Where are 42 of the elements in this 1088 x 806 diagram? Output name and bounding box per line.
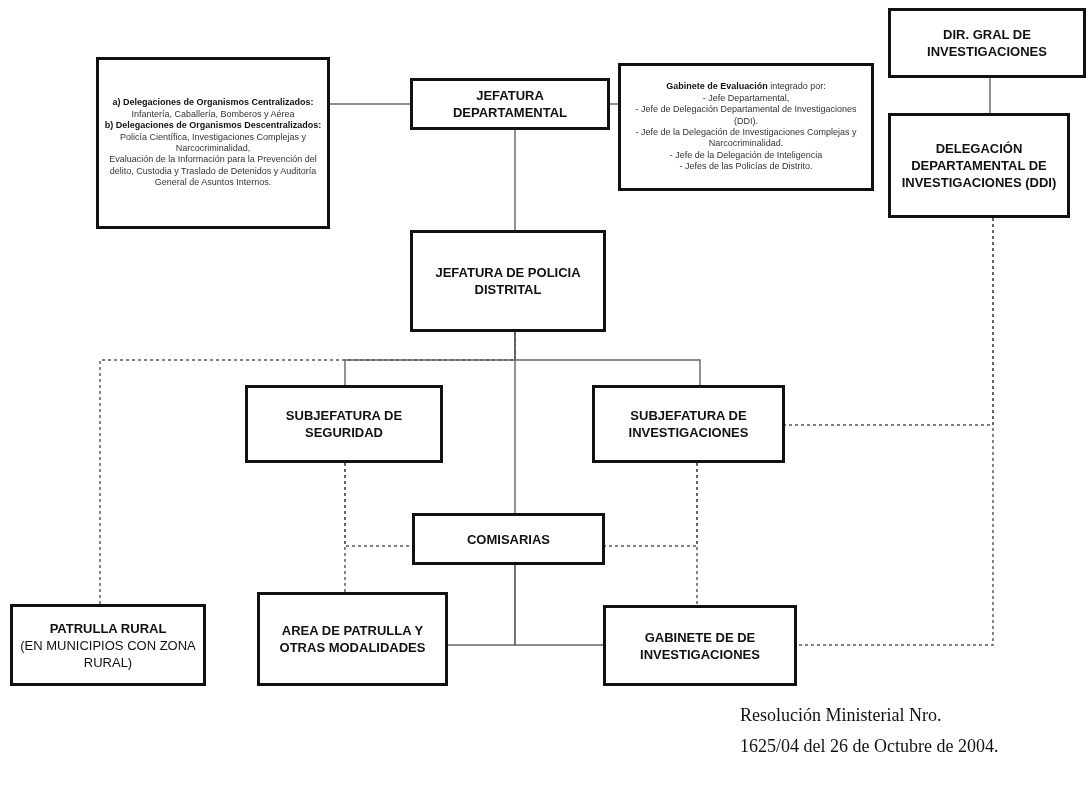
- unit-name: JEFATURA DEPARTAMENTAL: [451, 87, 569, 121]
- unit-name: DELEGACIÓN DEPARTAMENTAL DE INVESTIGACIONES (DDI): [900, 140, 1058, 191]
- unit-name: (EN MUNICIPIOS CON ZONA RURAL): [19, 636, 197, 671]
- connector-line: [329, 103, 411, 105]
- note-text: a) Delegaciones de Organismos Centralizados: Infantería, Caballería, Bomberos y Aérea: [111, 97, 315, 121]
- org-box: [245, 385, 443, 463]
- org-box: [412, 513, 605, 565]
- note-text: - Jefe de Delegación Departamental de Investigaciones (DDI).: [634, 104, 858, 127]
- dotted-connector: [99, 331, 516, 605]
- unit-name: GABINETE DE DE INVESTIGACIONES: [639, 628, 761, 663]
- org-box: [592, 385, 785, 463]
- unit-name: COMISARIAS: [466, 530, 551, 548]
- note-text: - Jefe Departamental,: [702, 92, 790, 105]
- note-text: - Jefe de la Delegación de Inteligencia: [669, 149, 823, 162]
- org-box: [410, 230, 606, 332]
- dotted-connector: [796, 217, 994, 646]
- unit-name: SUBJEFATURA DE SEGURIDAD: [284, 407, 404, 441]
- org-box: [888, 113, 1070, 218]
- note-box: [618, 63, 874, 191]
- connector-line: [514, 564, 604, 646]
- connector-line: [514, 129, 516, 231]
- dotted-connector: [696, 462, 698, 606]
- connector-line: [609, 103, 619, 105]
- dotted-connector: [344, 462, 346, 593]
- note-text: - Jefe de la Delegación de Investigaciones Complejas y Narcocriminalidad.: [634, 127, 858, 150]
- org-box: [10, 604, 206, 686]
- unit-name: AREA DE PATRULLA Y OTRAS MODALIDADES: [278, 622, 427, 656]
- org-box: [603, 605, 797, 686]
- caption: Resolución Ministerial Nro. 1625/04 del 26 de Octubre de 2004.: [740, 704, 1000, 758]
- connector-line: [989, 77, 991, 114]
- note-text: Gabinete de Evaluación integrado por:: [666, 81, 826, 93]
- org-box: [888, 8, 1086, 78]
- note-box: [96, 57, 330, 229]
- unit-name: DIR. GRAL DE INVESTIGACIONES: [926, 26, 1048, 60]
- note-text: b) Delegaciones de Organismos Descentralizados: Policía Científica, Investigaciones Complejas y Narcocriminalidad,: [104, 120, 322, 155]
- note-text: - Jefes de las Policías de Distrito.: [679, 161, 813, 173]
- unit-name: JEFATURA DE POLICIA DISTRITAL: [434, 264, 582, 298]
- org-box: [410, 78, 610, 130]
- unit-name: SUBJEFATURA DE INVESTIGACIONES: [627, 407, 750, 441]
- unit-name: PATRULLA RURAL: [49, 619, 167, 637]
- org-box: [257, 592, 448, 686]
- note-text: Evaluación de la Información para la Prevención del delito, Custodia y Traslado de Detenidos y Auditoría General de Asuntos Internos.: [108, 154, 318, 189]
